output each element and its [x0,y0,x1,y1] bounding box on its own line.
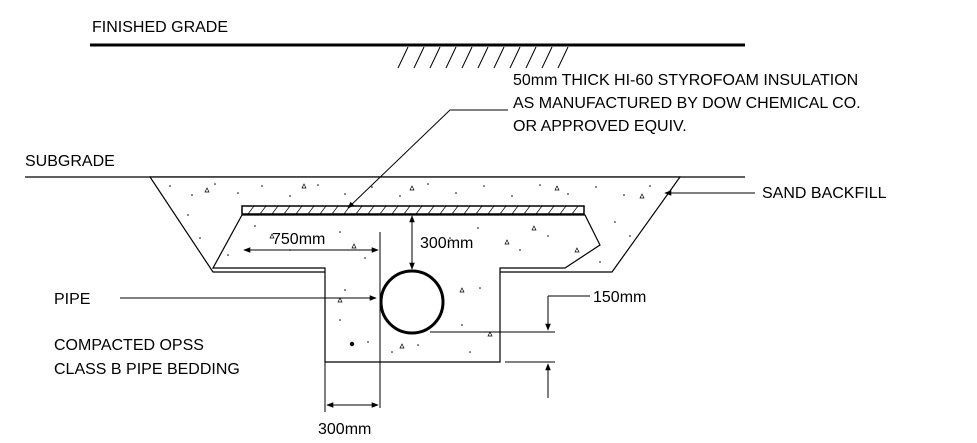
styrofoam-insulation-board [241,205,585,215]
insulation-leader [347,109,508,209]
bedding-label-line2: CLASS B PIPE BEDDING [54,361,240,378]
stipple-texture [169,183,651,353]
insulation-label-line1: 50mm THICK HI-60 STYROFOAM INSULATION [513,72,858,89]
insulation-label-line3: OR APPROVED EQUIV. [513,118,687,135]
dimension-750mm: 750mm [243,231,381,408]
insulation-label-line2: AS MANUFACTURED BY DOW CHEMICAL CO. [513,95,861,112]
dimension-cover-300mm: 300mm [409,215,473,270]
stipple-triangles [204,183,645,349]
subgrade-label: SUBGRADE [25,153,115,170]
dimension-cover-label: 300mm [420,235,473,252]
dimension-width-label: 300mm [318,421,371,438]
grade-hatch [397,46,569,69]
subgrade: SUBGRADE [25,153,745,178]
dimension-width-300mm: 300mm [318,362,379,438]
sand-backfill-label: SAND BACKFILL [762,185,887,202]
bedding-leader-dot [349,341,355,347]
dimension-150mm-label: 150mm [593,289,646,306]
finished-grade: FINISHED GRADE [90,19,745,69]
pipe-label: PIPE [54,291,90,308]
dimension-150mm: 150mm [430,289,646,398]
pipe-circle [379,269,445,335]
bedding-label-line1: COMPACTED OPSS [54,337,204,354]
finished-grade-label: FINISHED GRADE [92,19,228,36]
dimension-750mm-label: 750mm [272,231,325,248]
